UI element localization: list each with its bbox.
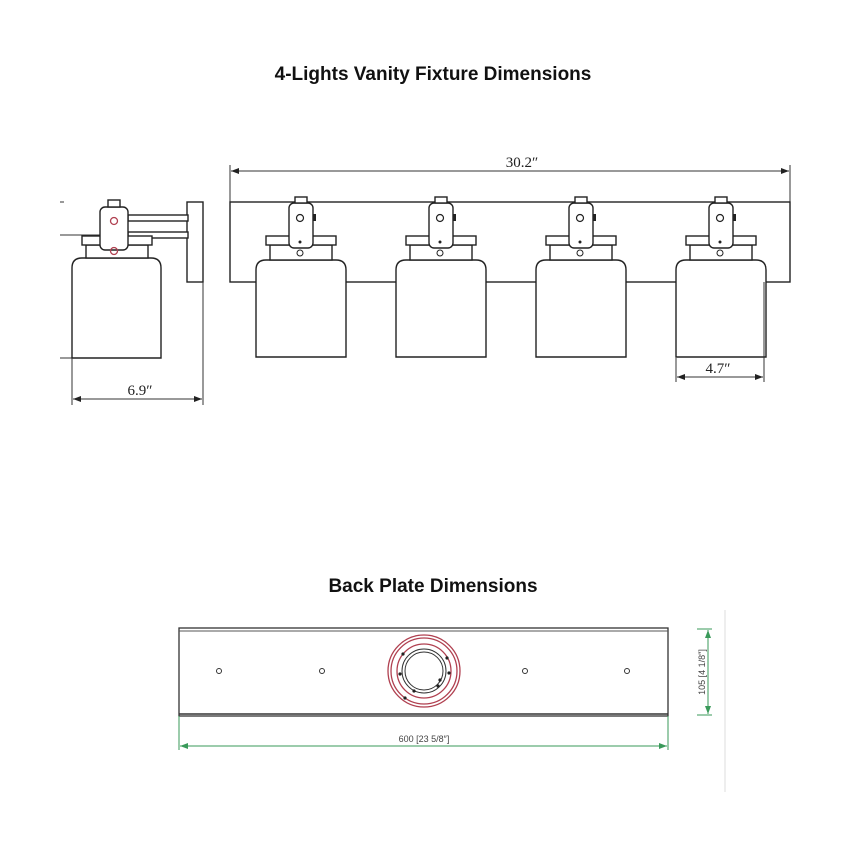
mount-hole — [216, 668, 222, 674]
screw-icon — [109, 246, 119, 256]
backplate-height-label: 105 [4 1/8″] — [697, 649, 707, 695]
mount-hole — [319, 668, 325, 674]
width-label: 30.2″ — [506, 155, 539, 171]
wall-plate-side — [186, 201, 204, 283]
glass-shade — [535, 259, 627, 358]
backplate-outline — [178, 627, 669, 717]
light-fixture — [395, 196, 487, 358]
backplate-view: 600 [23 5/8″] 105 [4 1/8″] — [178, 610, 726, 792]
shade-width-label: 4.7″ — [706, 361, 731, 377]
glass-shade — [675, 259, 767, 358]
backplate-title: Back Plate Dimensions — [328, 576, 537, 597]
glass-shade — [255, 259, 347, 358]
light-fixture — [255, 196, 347, 358]
backplate-width-label: 600 [23 5/8″] — [399, 734, 450, 744]
glass-shade-side — [71, 257, 162, 359]
side-view: 6.9″ — [60, 199, 204, 405]
junction-box-ring — [387, 634, 461, 708]
mount-hole — [522, 668, 528, 674]
screw-icon — [109, 216, 119, 226]
fixture-title: 4-Lights Vanity Fixture Dimensions — [275, 64, 592, 85]
glass-shade — [395, 259, 487, 358]
light-fixture — [675, 196, 767, 358]
depth-label: 6.9″ — [128, 383, 153, 399]
mount-hole — [624, 668, 630, 674]
arm-upper — [127, 214, 189, 222]
front-view: 30.2″ 4.7″ — [229, 155, 791, 382]
light-fixture — [535, 196, 627, 358]
